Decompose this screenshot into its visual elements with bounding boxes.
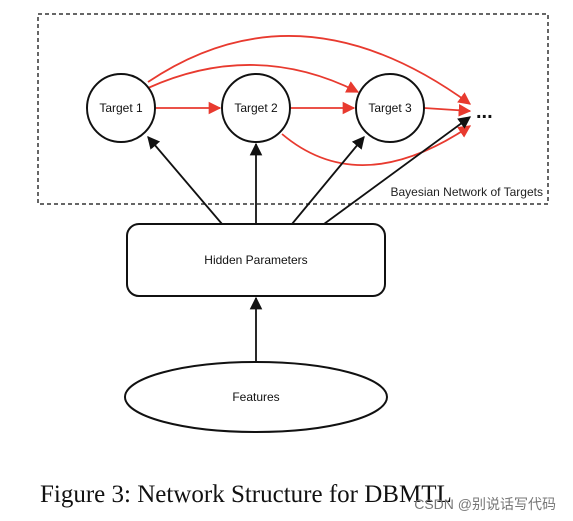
target-node-3: Target 3	[355, 73, 425, 143]
more-targets-ellipsis: ...	[476, 101, 493, 123]
target-1-label: Target 1	[99, 101, 143, 115]
watermark: CSDN @别说话写代码	[414, 496, 556, 512]
black-edges	[147, 116, 472, 362]
edge-target2-more	[281, 125, 472, 167]
bayesian-network-region	[37, 13, 549, 205]
target-2-label: Target 2	[234, 101, 278, 115]
features-node: Features	[124, 361, 388, 433]
edge-hidden-target3	[291, 136, 365, 225]
features-label: Features	[232, 390, 279, 404]
bayesian-network-label: Bayesian Network of Targets	[390, 185, 543, 199]
edge-target1-target3	[147, 64, 360, 93]
target-node-2: Target 2	[221, 73, 291, 143]
target-3-label: Target 3	[368, 101, 412, 115]
red-edges	[147, 35, 472, 167]
edge-target3-more	[423, 103, 472, 117]
hidden-parameters-box: Hidden Parameters	[126, 223, 386, 297]
target-node-1: Target 1	[86, 73, 156, 143]
hidden-parameters-label: Hidden Parameters	[204, 253, 307, 267]
edge-hidden-target1	[147, 136, 223, 225]
edge-target1-more	[147, 35, 472, 105]
figure-caption: Figure 3: Network Structure for DBMTL	[40, 481, 452, 508]
edge-hidden-more	[323, 116, 472, 225]
